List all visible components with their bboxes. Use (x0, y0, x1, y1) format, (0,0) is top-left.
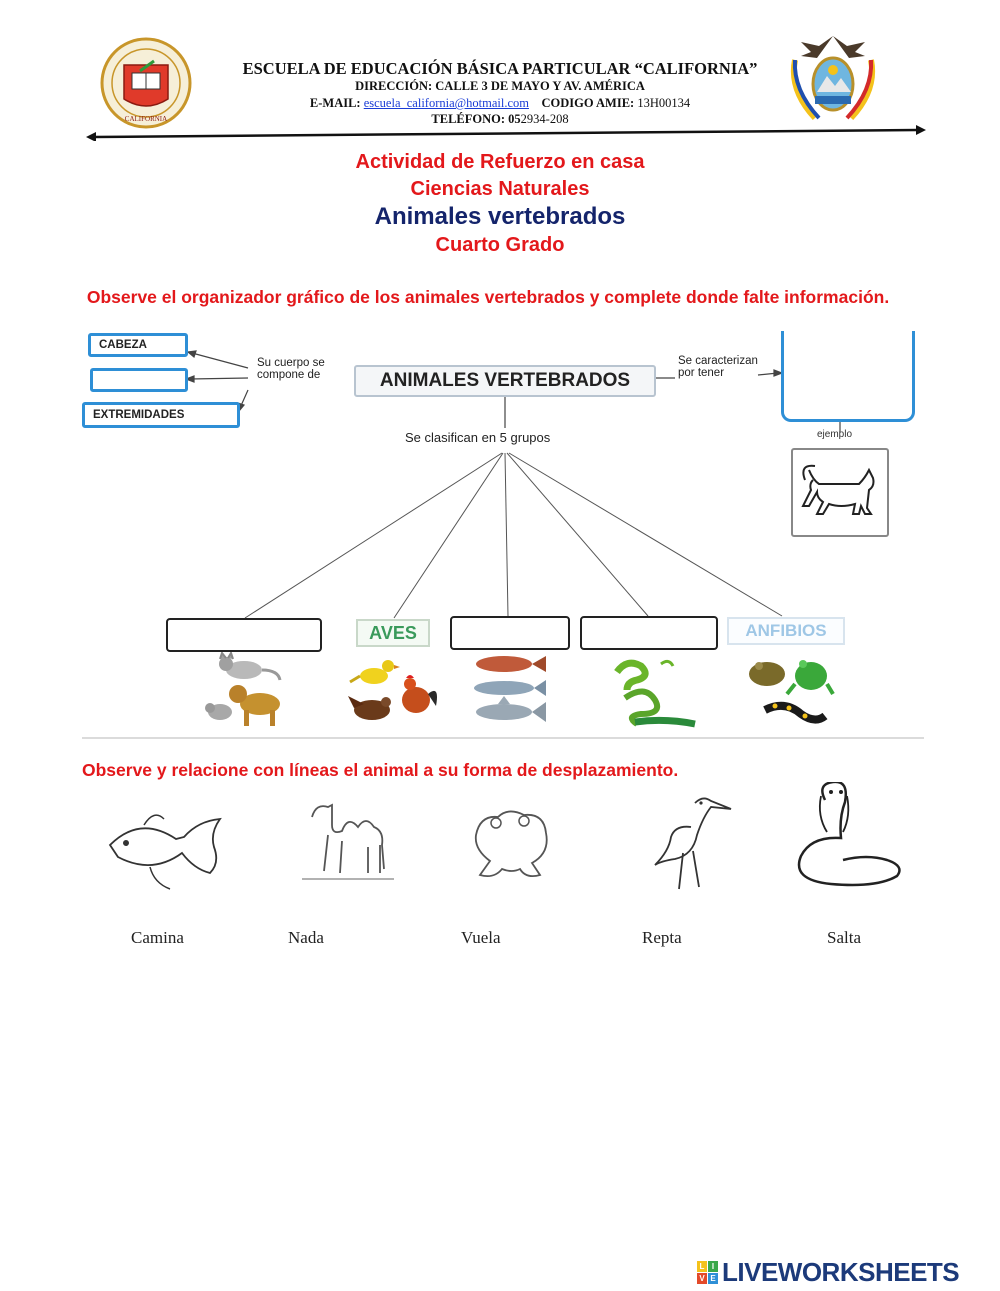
school-name: ESCUELA DE EDUCACIÓN BÁSICA PARTICULAR “… (242, 59, 758, 78)
body-part-box-limbs[interactable]: EXTREMIDADES (82, 402, 240, 428)
body-part-box-blank[interactable] (90, 368, 188, 392)
characteristic-box-top (781, 331, 915, 341)
characteristic-answer-box[interactable] (781, 331, 915, 422)
topic-title: Animales vertebrados (374, 203, 626, 230)
central-concept-box: ANIMALES VERTEBRADOS (354, 365, 656, 397)
logo-letter-l: L (697, 1261, 707, 1272)
group-box-amphibians: ANFIBIOS (727, 617, 845, 645)
group-box-fish[interactable] (450, 616, 570, 650)
school-contact: E-MAIL: escuela_california@hotmail.com C… (0, 96, 1000, 111)
camel-icon[interactable] (298, 795, 398, 885)
school-phone: TELÉFONO: 052934-208 (0, 112, 1000, 127)
movement-word-swim[interactable]: Nada (288, 928, 324, 947)
group-box-birds: AVES (356, 619, 430, 647)
liveworksheets-logo[interactable]: L I V E LIVEWORKSHEETS (697, 1257, 960, 1288)
frog-icon[interactable] (462, 805, 562, 887)
email-label: E-MAIL: (309, 96, 361, 110)
instruction-organizer-text: Observe el organizador gráfico de los an… (86, 287, 890, 307)
organizer-lines (82, 350, 924, 739)
email-link[interactable]: escuela_california@hotmail.com (363, 96, 529, 110)
example-label: ejemplo (817, 429, 853, 440)
fish-icon[interactable] (104, 805, 224, 891)
school-seal-icon: CALIFORNIA (100, 37, 192, 129)
phone-prefix: 05 (508, 112, 521, 126)
amphibians-icon (749, 660, 835, 724)
body-part-box-head[interactable]: CABEZA (88, 333, 188, 357)
birds-icon (348, 660, 437, 720)
cat-icon (801, 464, 875, 515)
movement-word-fly[interactable]: Vuela (461, 928, 501, 947)
mammals-icon (205, 652, 282, 726)
movement-word-crawl[interactable]: Repta (642, 928, 682, 947)
stork-icon[interactable] (645, 793, 737, 893)
coat-of-arms-icon (790, 36, 876, 121)
fish-group-icon (474, 656, 546, 722)
amie-code: 13H00134 (637, 96, 691, 110)
group-box-mammals[interactable] (166, 618, 322, 652)
logo-letter-v: V (697, 1273, 707, 1284)
group-box-reptiles[interactable] (580, 616, 718, 650)
cobra-icon[interactable] (785, 782, 911, 908)
instruction-organizer: Observe el organizador gráfico de los an… (82, 287, 924, 308)
instruction-matching: Observe y relacione con líneas el animal… (82, 760, 679, 780)
reptiles-icon (614, 659, 696, 728)
activity-title: Actividad de Refuerzo en casa (355, 151, 645, 173)
movement-word-walk[interactable]: Camina (131, 928, 184, 947)
brand-name: LIVEWORKSHEETS (722, 1257, 960, 1287)
logo-letter-e: E (708, 1273, 718, 1284)
subject-title: Ciencias Naturales (410, 178, 590, 200)
logo-letter-i: I (708, 1261, 718, 1272)
example-image-box (791, 448, 889, 537)
seal-text: CALIFORNIA (125, 115, 167, 123)
grade-title: Cuarto Grado (435, 234, 565, 256)
body-parts-connector: Su cuerpo se compone de (257, 357, 325, 381)
school-address: DIRECCIÓN: CALLE 3 DE MAYO Y AV. AMÉRICA (355, 79, 645, 93)
phone-number: 2934-208 (520, 112, 569, 126)
amie-label: CODIGO AMIE: (541, 96, 635, 110)
characteristic-connector: Se caracterizan por tener (678, 355, 758, 379)
logo-blocks-icon: L I V E (697, 1261, 718, 1284)
movement-word-jump[interactable]: Salta (827, 928, 861, 947)
header-divider (86, 125, 926, 141)
classification-label: Se clasifican en 5 grupos (405, 430, 551, 445)
phone-label: TELÉFONO: (431, 112, 506, 126)
